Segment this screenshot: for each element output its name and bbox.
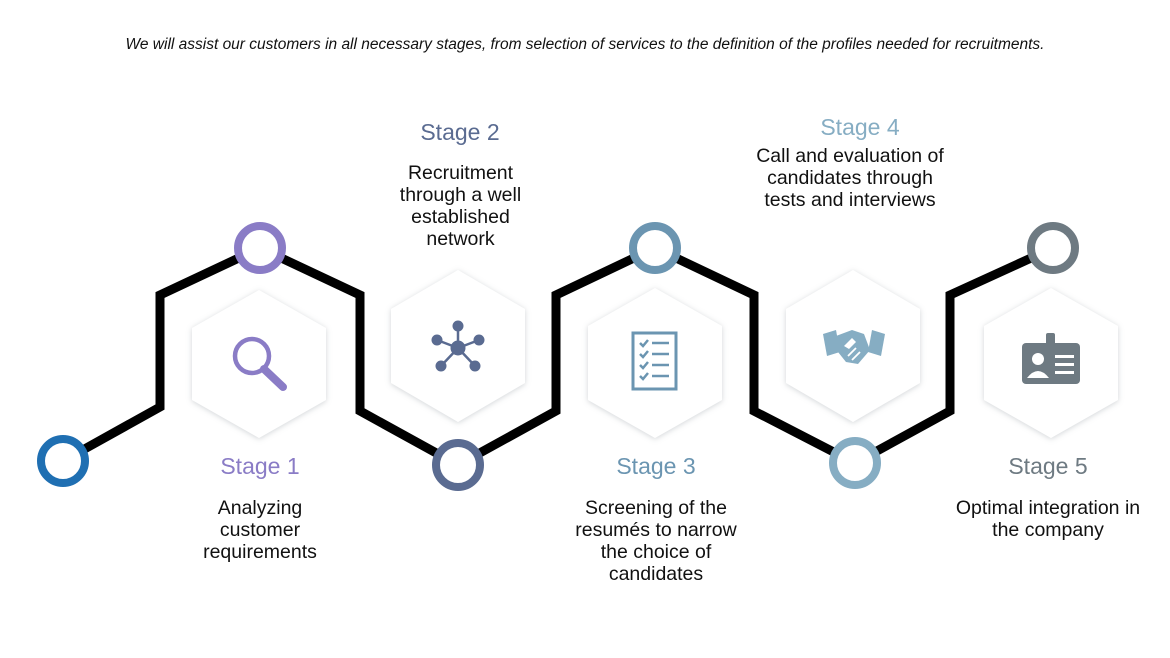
stage-1-hexagon [192, 290, 326, 438]
stage-1-desc: Analyzing customer requirements [203, 497, 317, 563]
stage-3-title: Stage 3 [616, 453, 696, 479]
stage-5-desc: Optimal integration in the company [955, 497, 1141, 541]
stage-4-desc: Call and evaluation of candidates throug… [756, 145, 944, 211]
stage-2-node [432, 439, 484, 491]
stage-2-desc: Recruitment through a well established n… [399, 162, 522, 250]
stage-2-title: Stage 2 [420, 119, 500, 145]
magnifier-icon [232, 336, 287, 391]
stage-3-node [629, 222, 681, 274]
stage-3-hexagon [588, 288, 722, 438]
stage-4-title: Stage 4 [820, 114, 900, 140]
handshake-icon [823, 330, 885, 364]
process-path [58, 243, 1058, 471]
stage-4-node [829, 437, 881, 489]
intro-text: We will assist our customers in all nece… [125, 36, 1045, 53]
network-icon [431, 320, 485, 372]
id-badge-icon [1022, 333, 1080, 384]
stage-5-title: Stage 5 [1008, 453, 1088, 479]
stage-3-desc: Screening of the resumés to narrow the c… [575, 497, 737, 585]
stage-5-node [1027, 222, 1079, 274]
stage-1-title: Stage 1 [220, 453, 300, 479]
stage-1-node [234, 222, 286, 274]
start-node [37, 435, 89, 487]
checklist-icon [631, 331, 678, 391]
